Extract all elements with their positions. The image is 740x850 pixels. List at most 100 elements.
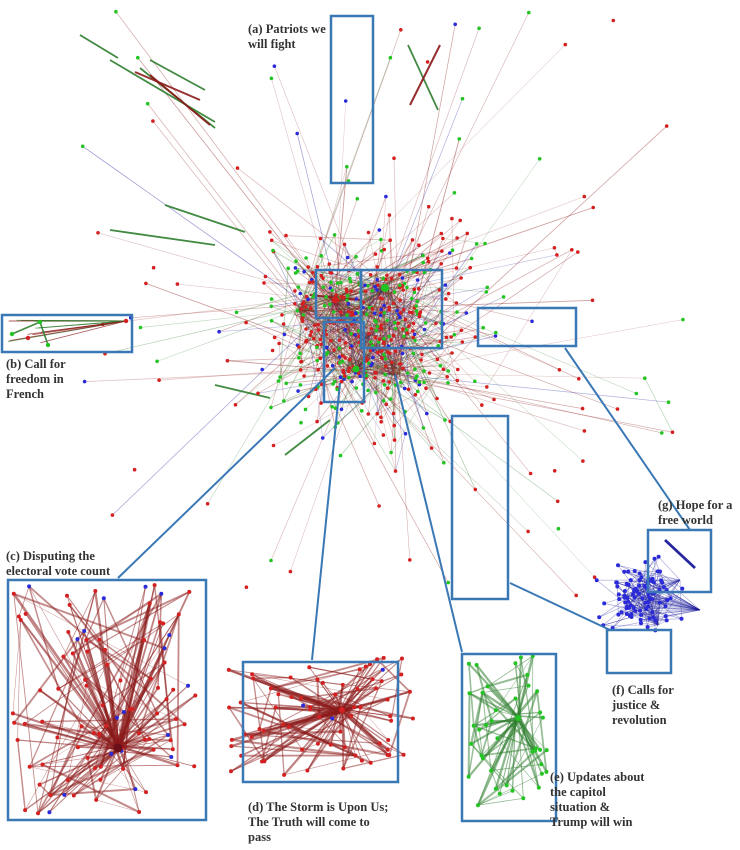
graph-node <box>345 164 349 169</box>
graph-node <box>377 337 382 342</box>
graph-node <box>341 295 346 300</box>
graph-edge <box>355 335 496 371</box>
inset-e-node <box>467 691 472 696</box>
inset-d-edge <box>230 710 343 748</box>
graph-edge <box>338 299 595 578</box>
graph-edge <box>134 71 201 101</box>
inset-c-edge <box>29 764 178 768</box>
inset-c-node <box>65 593 69 598</box>
inset-fg-edge <box>653 593 659 626</box>
inset-fg-node <box>639 613 643 617</box>
graph-edge <box>338 192 455 300</box>
graph-edge <box>380 312 401 316</box>
graph-node <box>634 391 639 396</box>
graph-node <box>262 281 266 285</box>
graph-node <box>670 430 675 435</box>
graph-node <box>340 354 345 358</box>
inset-e-edge <box>514 663 522 721</box>
graph-edge <box>376 372 395 414</box>
graph-node <box>381 398 386 403</box>
inset-fg-edge <box>649 579 681 619</box>
inset-fg-node <box>647 616 652 621</box>
inset-b-node <box>45 342 51 348</box>
inset-c-edge <box>24 613 180 725</box>
graph-edge <box>271 320 327 348</box>
inset-c-node <box>47 810 52 815</box>
graph-edge <box>357 328 382 365</box>
inset-c-node <box>143 737 147 742</box>
inset-d-node <box>352 705 357 710</box>
graph-node <box>411 335 416 340</box>
graph-node <box>417 382 422 387</box>
graph-node <box>269 238 274 243</box>
graph-node <box>455 310 459 314</box>
inset-c-node <box>192 764 197 769</box>
graph-edge <box>109 59 216 123</box>
inset-d-edge <box>252 673 410 693</box>
inset-fg-node <box>650 576 655 581</box>
inset-d-node <box>315 741 320 746</box>
inset-fg-node <box>652 556 657 561</box>
inset-d-node <box>251 676 256 681</box>
graph-edge <box>390 289 579 380</box>
graph-edge <box>351 369 673 433</box>
graph-node <box>425 411 429 416</box>
graph-edge <box>353 369 669 403</box>
inset-e-node <box>493 708 498 713</box>
annotation-d: (d) The Storm is Upon Us;The Truth will … <box>248 800 389 844</box>
graph-node <box>233 403 238 407</box>
graph-node <box>379 415 383 420</box>
graph-node <box>450 216 454 221</box>
graph-node <box>464 311 469 315</box>
inset-e-node <box>466 774 471 779</box>
graph-node <box>389 450 393 455</box>
graph-node <box>389 276 394 281</box>
graph-node <box>338 375 343 380</box>
graph-node <box>263 274 268 279</box>
graph-node <box>293 266 298 270</box>
box-center-3 <box>322 320 366 404</box>
inset-fg-edge <box>653 581 701 611</box>
inset-fg-node <box>625 596 630 600</box>
inset-fg-node <box>643 560 648 565</box>
graph-edge <box>351 363 400 368</box>
inset-e-edge <box>486 685 517 718</box>
graph-node <box>346 294 350 298</box>
inset-c-edge <box>80 725 117 751</box>
inset-fg-node <box>661 585 666 590</box>
graph-edge <box>293 313 495 400</box>
inset-c-node <box>67 602 72 607</box>
graph-node <box>415 389 420 394</box>
graph-edge <box>394 311 458 376</box>
graph-edge <box>317 320 376 371</box>
inset-fg-edge <box>612 607 635 629</box>
graph-edge <box>372 357 427 414</box>
inset-c-edge <box>17 619 22 741</box>
graph-edge <box>388 352 453 374</box>
inset-d-edge <box>270 668 360 690</box>
inset-c-node <box>65 778 70 782</box>
inset-fg-edge <box>663 579 681 588</box>
inset-d-node <box>342 745 347 750</box>
graph-edge <box>344 244 376 314</box>
graph-node <box>611 18 616 23</box>
inset-fg-node <box>668 596 673 601</box>
inset-fg-edge <box>616 582 635 590</box>
graph-node <box>456 367 460 372</box>
graph-node <box>302 300 306 304</box>
graph-node <box>390 360 394 365</box>
graph-node <box>309 330 314 334</box>
graph-node <box>493 334 498 338</box>
inset-c-node <box>118 678 123 683</box>
graph-edge <box>339 300 414 338</box>
graph-edge <box>343 271 415 373</box>
graph-edge <box>314 325 318 361</box>
graph-node <box>382 383 387 387</box>
graph-node <box>316 328 321 332</box>
graph-edge <box>386 289 406 320</box>
inset-fg-edge <box>624 590 647 610</box>
graph-edge <box>363 277 462 358</box>
inset-c-node <box>167 633 172 638</box>
inset-fg-node <box>628 578 633 583</box>
